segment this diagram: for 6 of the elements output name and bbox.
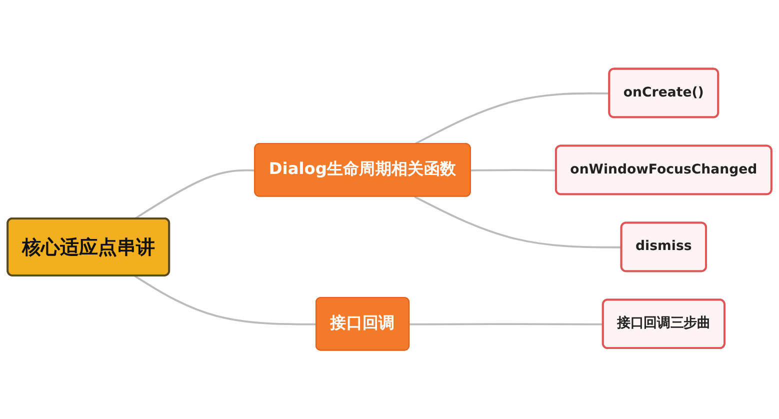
connector — [414, 92, 610, 145]
connector — [134, 169, 256, 220]
connector — [134, 275, 316, 326]
connector — [470, 169, 556, 172]
connector — [410, 323, 604, 326]
connector — [414, 196, 622, 248]
